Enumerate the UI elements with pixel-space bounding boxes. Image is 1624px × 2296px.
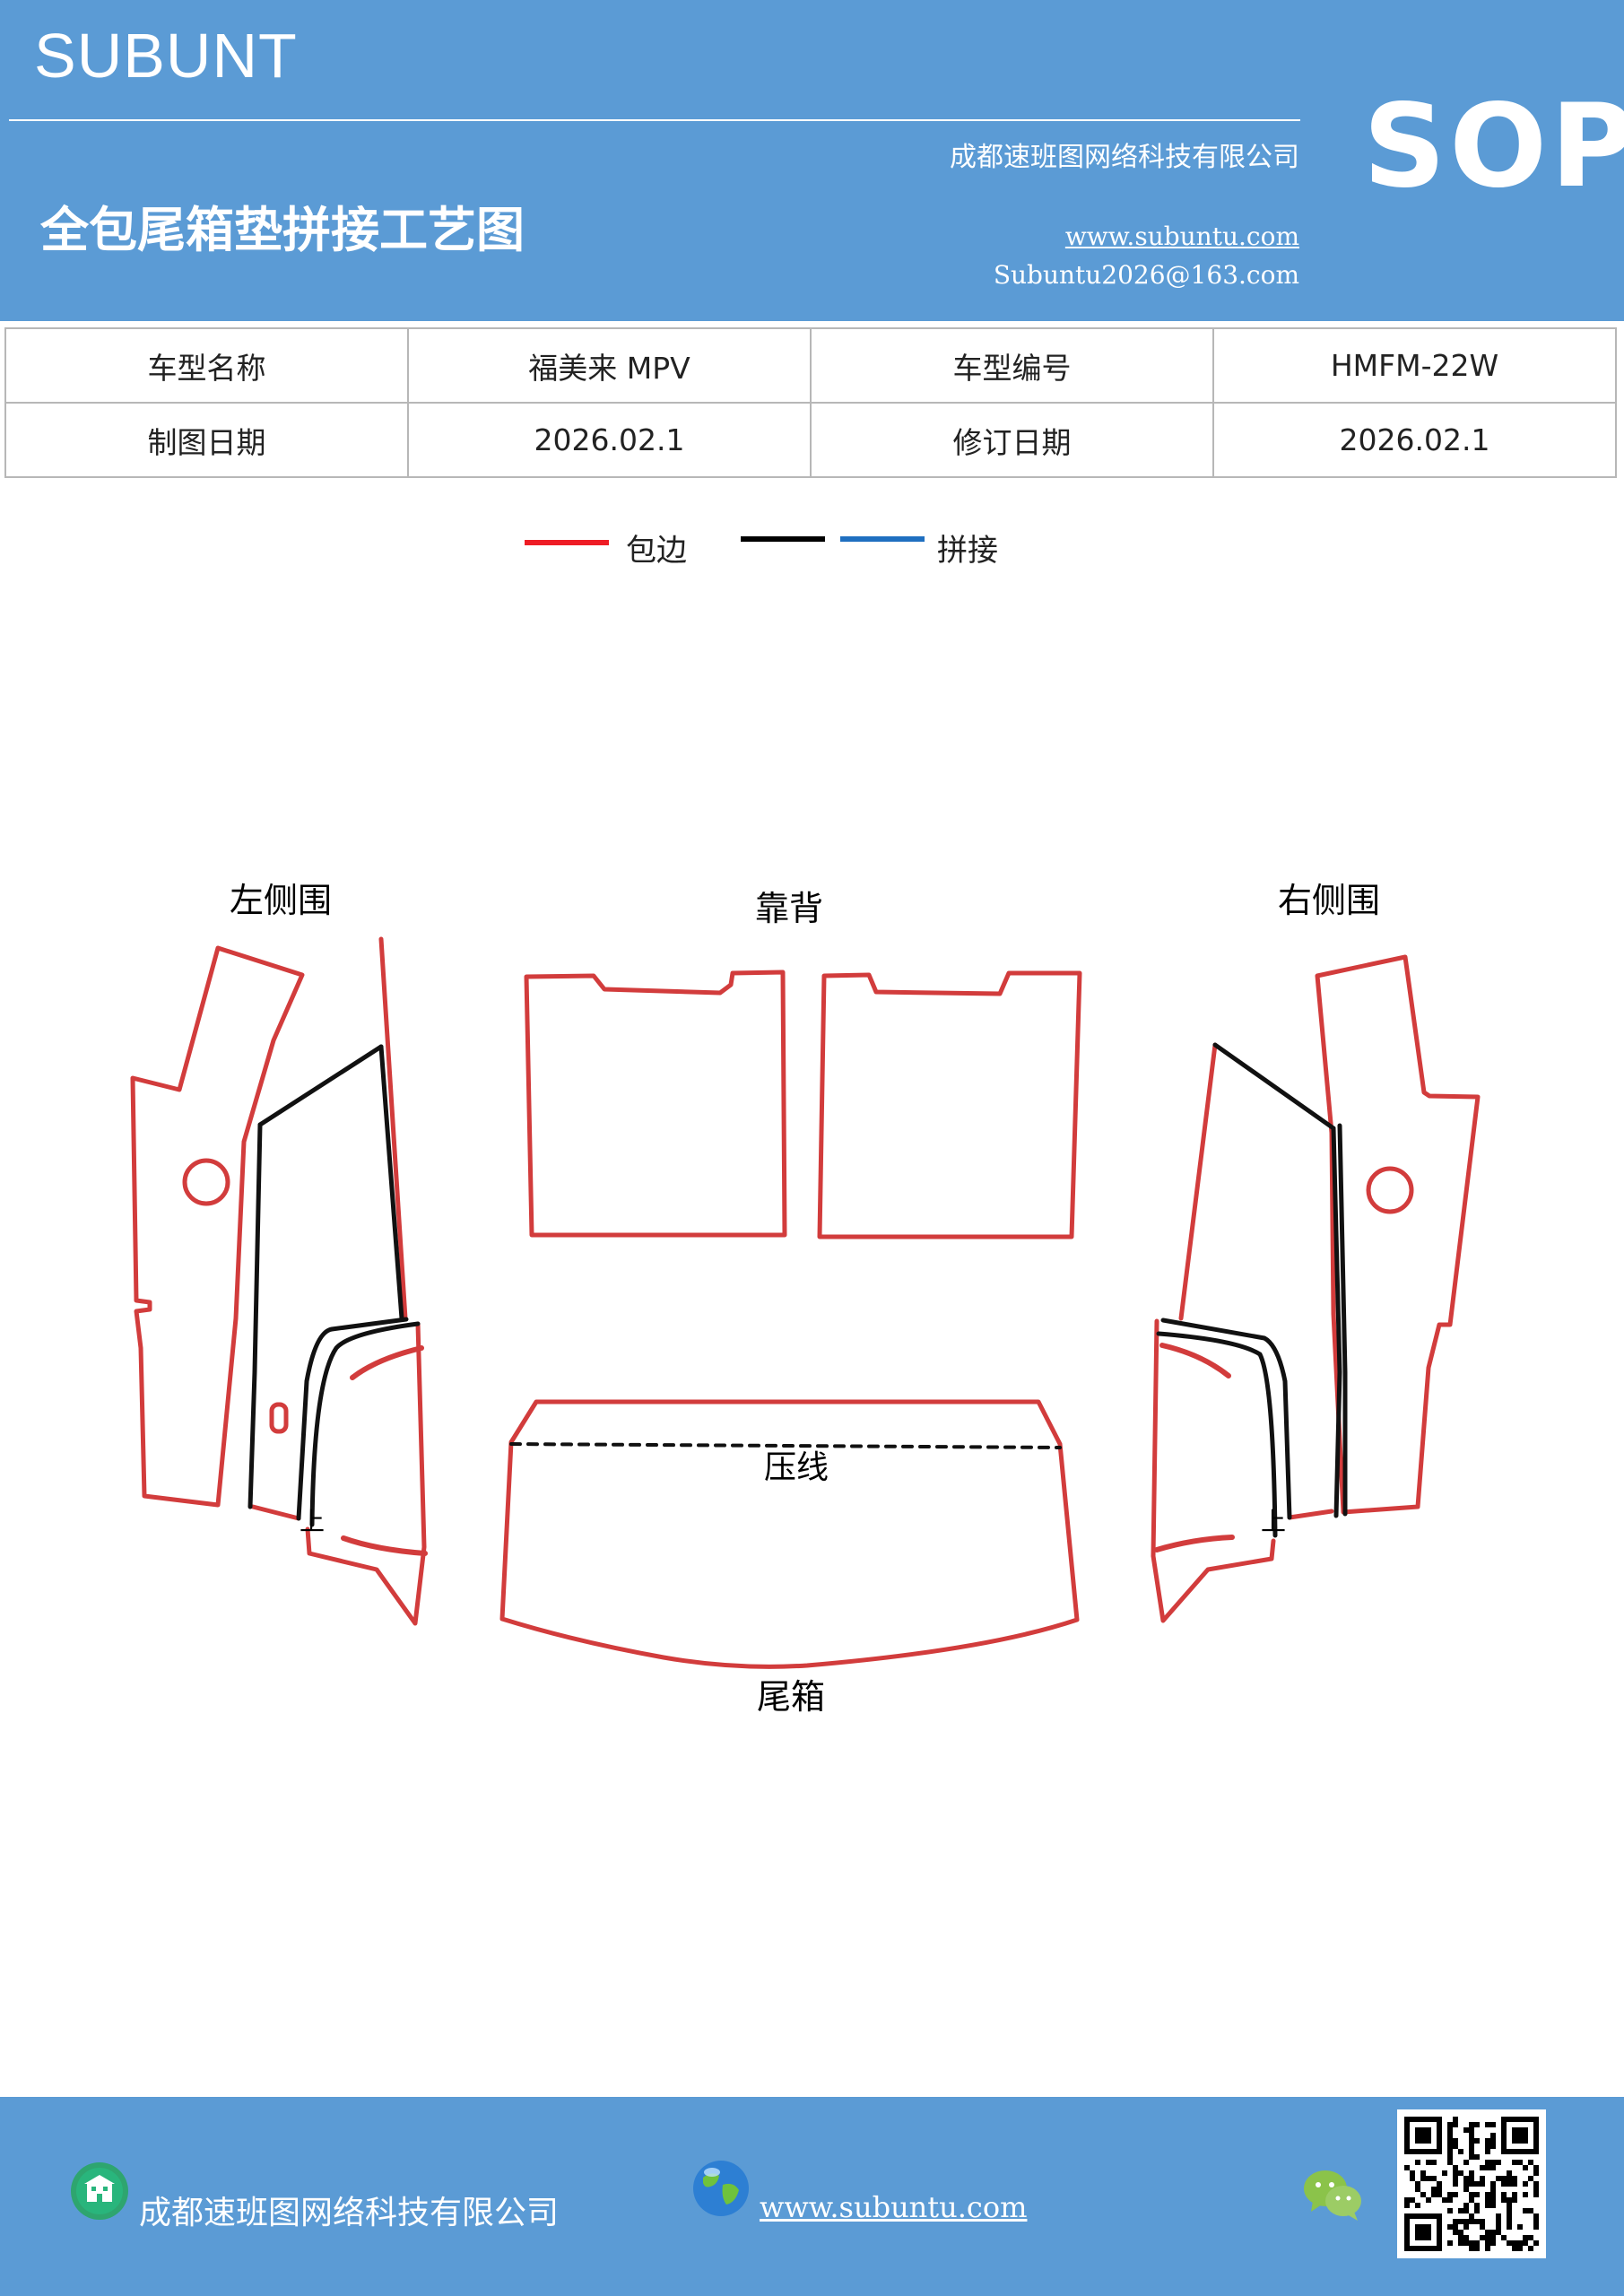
footer-banner: 成都速班图网络科技有限公司 www.subuntu.com (0, 2097, 1624, 2296)
left-side-lower-wedge (305, 1321, 427, 1626)
table-cell: 2026.02.1 (407, 402, 812, 478)
sop-badge: SOP (1363, 80, 1624, 213)
right-side-outer-panel (1315, 954, 1481, 1515)
legend-swatch-black (741, 536, 825, 542)
qr-code-pattern (1404, 2117, 1539, 2251)
left-side-curve-seam-inner (309, 1321, 421, 1527)
trunk-panel (499, 1399, 1080, 1669)
left-side-outer-panel (130, 945, 305, 1508)
right-side-red-arc-lower (1154, 1535, 1235, 1552)
label-trunk: 尾箱 (757, 1677, 825, 1717)
header-email: Subuntu2026@163.com (993, 260, 1299, 290)
label-left-side: 左侧围 (230, 881, 332, 920)
label-right-side: 右侧围 (1278, 881, 1380, 920)
qr-code (1397, 2109, 1546, 2258)
left-side-inner-top-edge (257, 1044, 384, 1127)
backrest-left-panel (524, 970, 787, 1238)
label-crease: 压线 (764, 1449, 829, 1486)
table-cell: 车型编号 (810, 327, 1214, 404)
backrest-right-panel (817, 970, 1082, 1239)
right-side-curve-seam-inner (1156, 1331, 1278, 1538)
right-side-red-arc-upper (1159, 1343, 1231, 1378)
left-side-slot (269, 1402, 289, 1434)
legend-swatch-splice (840, 536, 925, 542)
legend-label-edge-binding: 包边 (626, 533, 687, 569)
left-side-red-arc-lower (341, 1535, 428, 1556)
legend-label-splice: 拼接 (937, 533, 998, 569)
right-side-inner-top-edge (1212, 1042, 1336, 1131)
label-left-up-mark: 上 (300, 1507, 325, 1536)
right-side-inner-outline (1178, 1042, 1218, 1321)
left-side-top-vertical (378, 1044, 404, 1321)
table-cell: 修订日期 (810, 402, 1214, 478)
crease-dashed-line (509, 1442, 1062, 1449)
left-side-round-hole (182, 1158, 230, 1206)
globe-icon (693, 2161, 749, 2216)
header-website-link[interactable]: www.subuntu.com (1064, 222, 1299, 251)
header-company-name: 成都速班图网络科技有限公司 (950, 142, 1299, 173)
left-side-inner-bottom (250, 1504, 301, 1521)
right-side-lower-wedge (1151, 1318, 1276, 1623)
legend: 包边 拼接 (0, 520, 1624, 583)
right-side-inner-bottom (1287, 1509, 1334, 1520)
right-side-inner-vertical (1331, 1126, 1342, 1518)
left-side-seam-line (248, 1122, 263, 1509)
table-cell: 制图日期 (4, 402, 409, 478)
page-title: 全包尾箱垫拼接工艺图 (40, 201, 525, 258)
brand-logo-text: SUBUNT (34, 21, 298, 91)
left-side-inner-outline (378, 936, 408, 1321)
vehicle-info-table: 车型名称 福美来 MPV 车型编号 HMFM-22W 制图日期 2026.02.… (4, 327, 1617, 478)
wechat-icon[interactable] (1302, 2167, 1365, 2222)
footer-website-link[interactable]: www.subuntu.com (760, 2190, 1028, 2224)
header-banner: SUBUNT 成都速班图网络科技有限公司 全包尾箱垫拼接工艺图 www.subu… (0, 0, 1624, 321)
left-side-curve-seam (296, 1317, 409, 1521)
header-divider (9, 119, 1300, 121)
table-cell: 车型名称 (4, 327, 409, 404)
right-side-round-hole (1366, 1166, 1414, 1214)
table-cell: 2026.02.1 (1212, 402, 1617, 478)
table-row: 制图日期 2026.02.1 修订日期 2026.02.1 (4, 402, 1617, 478)
legend-swatch-edge-binding (525, 540, 609, 545)
right-side-curve-seam (1160, 1318, 1292, 1520)
label-backrest: 靠背 (755, 889, 823, 928)
table-row: 车型名称 福美来 MPV 车型编号 HMFM-22W (4, 327, 1617, 404)
left-side-red-arc-upper (350, 1345, 424, 1380)
table-cell: HMFM-22W (1212, 327, 1617, 404)
right-side-seam-line (1337, 1123, 1348, 1517)
label-right-up-mark: 上 (1261, 1507, 1286, 1536)
building-icon (71, 2162, 128, 2220)
table-cell: 福美来 MPV (407, 327, 812, 404)
footer-company-name: 成都速班图网络科技有限公司 (139, 2195, 560, 2231)
